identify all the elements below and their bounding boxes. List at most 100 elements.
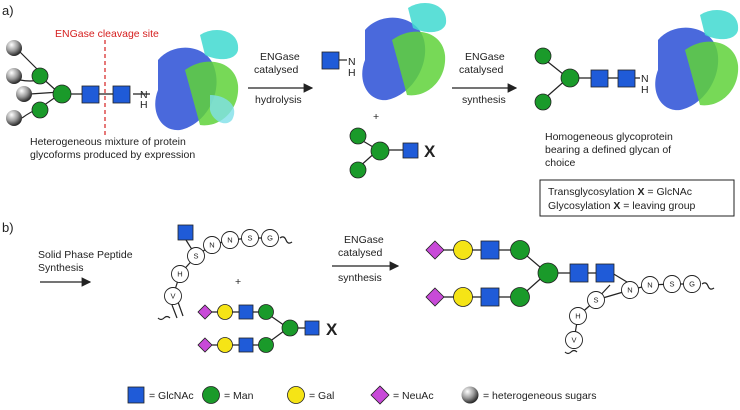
neuac-diamond-icon — [425, 287, 445, 307]
legend-circle-icon — [202, 386, 220, 404]
sphere-icon — [6, 40, 22, 56]
glcnac-square-icon — [595, 263, 615, 283]
neuac-diamond-icon — [197, 337, 213, 353]
x-leaving-group: X — [424, 142, 436, 161]
sppp-label-2: Synthesis — [38, 262, 84, 274]
peptide-right-residue-circle — [663, 275, 681, 293]
legend-label: = GlcNAc — [149, 390, 194, 402]
glcnac-square-icon — [112, 85, 131, 104]
glcnac-protein: N H — [321, 3, 447, 101]
peptide-right-residue-label: N — [647, 281, 652, 290]
man-circle-icon — [258, 337, 274, 353]
peptide-left-residue-label: S — [193, 252, 198, 261]
man-circle-icon — [52, 84, 72, 104]
peptide-left-residue-label: G — [267, 234, 273, 243]
peptide-left-residue-circle — [241, 229, 259, 247]
man-circle-icon — [281, 319, 299, 337]
arrow1-label-3: hydrolysis — [255, 94, 302, 106]
peptide-left-residue-circle — [221, 231, 239, 249]
glcnac-square-icon — [569, 263, 589, 283]
glcnac-square-icon — [480, 287, 500, 307]
peptide-right-residue-circle — [641, 276, 659, 294]
nh-label: N — [140, 89, 148, 101]
x-leaving-group-b: X — [326, 320, 338, 339]
left-caption-2: glycoforms produced by expression — [30, 149, 195, 161]
glcnac-square-icon — [480, 240, 500, 260]
man-circle-icon — [537, 262, 559, 284]
peptide-right-residue-label: G — [689, 280, 695, 289]
gal-circle-icon — [217, 304, 233, 320]
legend-label: = heterogeneous sugars — [483, 390, 597, 402]
nh-label: N — [348, 56, 356, 68]
nh-label: N — [641, 73, 649, 85]
man-circle-icon — [370, 141, 390, 161]
man-circle-icon — [349, 161, 367, 179]
sphere-icon — [6, 110, 22, 126]
right-caption-1: Homogeneous glycoprotein — [545, 131, 673, 143]
legend-label: = Man — [224, 390, 254, 402]
legend-sphere-icon — [461, 386, 479, 404]
heterogeneous-glycoprotein: N H — [6, 30, 239, 131]
panel-a-label: a) — [2, 3, 14, 18]
sphere-icon — [16, 86, 32, 102]
peptide-right-residue-label: S — [669, 280, 674, 289]
peptide-left-residue-circle — [187, 247, 205, 265]
man-circle-icon — [31, 67, 49, 85]
peptide-left-residue-circle — [203, 236, 221, 254]
nh-h-label: H — [348, 67, 356, 79]
legend-circle-icon — [287, 386, 305, 404]
peptide-right-residue-label: N — [627, 286, 632, 295]
gal-circle-icon — [453, 240, 473, 260]
man-circle-icon — [31, 101, 49, 119]
cleavage-label: ENGase cleavage site — [55, 28, 159, 40]
arrow1-label-1: ENGase — [260, 51, 300, 63]
arrow2-label-3: synthesis — [462, 94, 506, 106]
arrow-b-label-1: ENGase — [344, 234, 384, 246]
homogeneous-glycoprotein: N H — [534, 10, 739, 111]
right-caption-2: bearing a defined glycan of — [545, 144, 671, 156]
glcnac-square-icon — [590, 69, 609, 88]
man-circle-icon — [510, 287, 530, 307]
peptide-left-residue-circle — [261, 229, 279, 247]
arrow2-label-2: catalysed — [459, 64, 504, 76]
peptide-left-residue-label: S — [247, 234, 252, 243]
peptide-left-residue-label: N — [227, 236, 232, 245]
man-circle-icon — [534, 47, 552, 65]
glycan-donor-a: X — [349, 127, 436, 179]
protein-icon — [655, 10, 739, 111]
arrow2-label-1: ENGase — [465, 51, 505, 63]
peptide-right-residue-circle — [621, 281, 639, 299]
arrow1-label-2: catalysed — [254, 64, 299, 76]
protein-icon — [362, 3, 447, 101]
box-line-2: Glycosylation X = leaving group — [548, 200, 696, 212]
sphere-icon — [6, 68, 22, 84]
peptide-left-residue-label: N — [209, 241, 214, 250]
sppp-label-1: Solid Phase Peptide — [38, 249, 133, 261]
glcnac-square-icon — [177, 224, 194, 241]
glcnac-square-icon — [238, 304, 254, 320]
glcnac-square-icon — [238, 337, 254, 353]
man-circle-icon — [560, 68, 580, 88]
man-circle-icon — [534, 93, 552, 111]
glcnac-square-icon — [304, 320, 320, 336]
right-caption-3: choice — [545, 157, 576, 169]
legend-diamond-icon — [370, 385, 390, 405]
legend-square-icon — [127, 386, 145, 404]
legend: = GlcNAc= Man= Gal= NeuAc= heterogeneous… — [127, 385, 597, 405]
gal-circle-icon — [453, 287, 473, 307]
peptide-right-residue-label: S — [593, 296, 598, 305]
neuac-diamond-icon — [425, 240, 445, 260]
peptide-left-residue-label: V — [170, 292, 175, 301]
definition-box — [539, 179, 735, 217]
legend-label: = Gal — [309, 390, 334, 402]
peptide-right-residue-label: V — [571, 336, 576, 345]
plus-b: + — [235, 276, 241, 288]
peptide-right-residue-circle — [683, 275, 701, 293]
glcnac-square-icon — [617, 69, 636, 88]
glycan-donor-b: X — [197, 304, 338, 353]
peptide-right-residue-circle — [565, 331, 583, 349]
gal-circle-icon — [217, 337, 233, 353]
left-caption-1: Heterogeneous mixture of protein — [30, 136, 186, 148]
